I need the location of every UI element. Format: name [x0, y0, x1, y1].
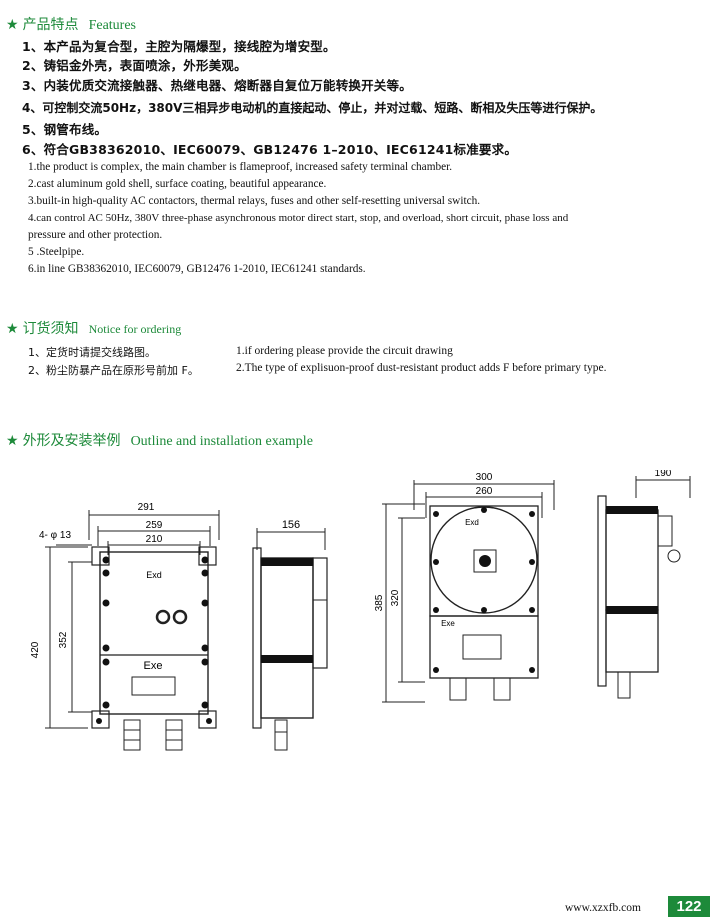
drawing-side-view: 156 — [252, 519, 328, 751]
feature-en-3: 3.built-in high-quality AC contactors, t… — [28, 195, 481, 207]
drawing-side-view-2: 190 — [597, 470, 691, 699]
feature-en-5: 5 .Steelpipe. — [28, 246, 85, 258]
outline-title-en: Outline and installation example — [130, 434, 313, 449]
feature-cn-4: 4、可控制交流50Hz，380V三相异步电动机的直接起动、停止，并对过载、短路、… — [22, 101, 603, 115]
dim-259: 259 — [146, 520, 163, 531]
feature-en-1: 1.the product is complex, the main chamb… — [28, 161, 453, 173]
feature-cn-3: 3、内装优质交流接触器、热继电器、熔断器自复位万能转换开关等。 — [22, 78, 412, 93]
dim-260: 260 — [476, 486, 493, 497]
label-exd: Exd — [146, 570, 162, 580]
ordering-en-2: 2.The type of explisuon-proof dust-resis… — [236, 362, 607, 374]
feature-cn-6: 6、符合GB38362010、IEC60079、GB12476 1–2010、I… — [22, 142, 518, 157]
ordering-title-cn: 订货须知 — [22, 321, 79, 337]
features-title-en: Features — [88, 18, 136, 33]
features-title-cn: 产品特点 — [22, 17, 79, 33]
outline-title-cn: 外形及安装举例 — [22, 433, 121, 449]
label-exd-2: Exd — [465, 518, 479, 527]
dim-hole: 4- φ 13 — [39, 530, 71, 541]
feature-en-2: 2.cast aluminum gold shell, surface coat… — [28, 178, 327, 190]
label-exe: Exe — [144, 660, 163, 672]
page-number: 122 — [668, 896, 710, 917]
feature-en-4: 4.can control AC 50Hz, 380V three-phase … — [28, 212, 569, 224]
dim-320: 320 — [390, 589, 401, 606]
feature-cn-2: 2、铸铝金外壳，表面喷涂，外形美观。 — [22, 58, 247, 73]
dim-385: 385 — [374, 594, 385, 611]
feature-cn-5: 5、钢管布线。 — [22, 122, 108, 137]
ordering-title-en: Notice for ordering — [88, 322, 182, 336]
dim-156: 156 — [282, 519, 300, 531]
dim-190: 190 — [655, 470, 672, 479]
ordering-en-1: 1.if ordering please provide the circuit… — [236, 345, 453, 357]
label-exe-2: Exe — [441, 619, 455, 628]
ordering-heading: ★订货须知 Notice for ordering — [6, 318, 181, 338]
dim-210: 210 — [146, 534, 163, 545]
feature-cn-1: 1、本产品为复合型，主腔为隔爆型，接线腔为增安型。 — [22, 39, 336, 54]
drawing-front-view: 291 259 210 4- φ 13 420 352 Exd Exe — [30, 502, 220, 751]
ordering-cn-2: 2、粉尘防暴产品在原形号前加 F。 — [28, 364, 199, 377]
star-icon: ★ — [6, 433, 19, 449]
drawing-front-view-2: 300 260 385 320 Exd Exe — [374, 472, 555, 703]
ordering-cn-1: 1、定货时请提交线路图。 — [28, 346, 156, 359]
dim-420: 420 — [30, 641, 41, 658]
outline-heading: ★外形及安装举例 Outline and installation example — [6, 430, 313, 450]
feature-en-6: 6.in line GB38362010, IEC60079, GB12476 … — [28, 263, 366, 275]
star-icon: ★ — [6, 17, 19, 33]
feature-en-4b: pressure and other protection. — [28, 229, 163, 241]
dim-352: 352 — [58, 631, 69, 648]
footer-url: www.xzxfb.com — [565, 902, 641, 914]
dim-300: 300 — [476, 472, 493, 483]
dim-291: 291 — [138, 502, 155, 513]
star-icon: ★ — [6, 321, 19, 337]
features-heading: ★产品特点 Features — [6, 14, 136, 34]
